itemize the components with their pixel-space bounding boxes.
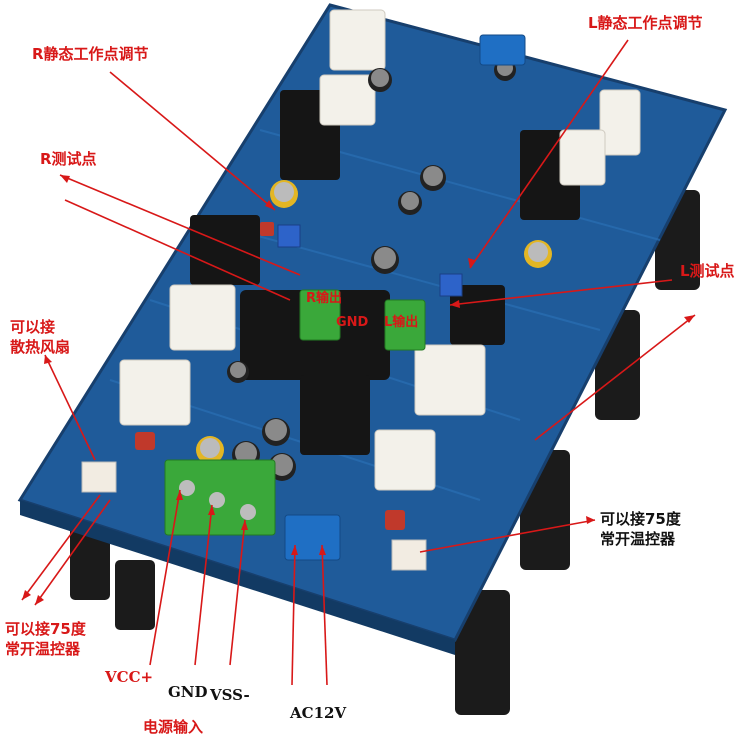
fan-label-line1: 可以接 bbox=[10, 318, 56, 336]
annotation-arrows bbox=[21, 39, 696, 686]
thermostat-left-line2: 常开温控器 bbox=[5, 640, 81, 658]
vss-label: VSS- bbox=[210, 686, 250, 704]
thermostat-right-line1: 可以接75度 bbox=[600, 510, 681, 528]
r-test-point-label: R测试点 bbox=[40, 150, 97, 168]
thermostat-right-line2: 常开温控器 bbox=[600, 530, 676, 548]
l-output-label: L输出 bbox=[384, 315, 419, 330]
r-quiescent-adjust-label: R静态工作点调节 bbox=[32, 45, 149, 63]
r-output-label: R输出 bbox=[306, 291, 343, 306]
l-test-point-label: L测试点 bbox=[680, 262, 735, 280]
thermostat-left-line1: 可以接75度 bbox=[5, 620, 86, 638]
vcc-label: VCC+ bbox=[105, 668, 154, 686]
gnd-label: GND bbox=[168, 683, 208, 701]
ac-terminal bbox=[284, 34, 526, 561]
l-quiescent-adjust-label: L静态工作点调节 bbox=[588, 14, 703, 32]
ac12v-label: AC12V bbox=[290, 704, 347, 722]
power-input-label: 电源输入 bbox=[143, 718, 204, 736]
fan-label-line2: 散热风扇 bbox=[10, 338, 71, 356]
capacitors bbox=[196, 59, 552, 481]
gnd-output-label: GND bbox=[336, 315, 369, 330]
arrow-heads bbox=[22, 175, 695, 605]
power-resistors bbox=[119, 9, 641, 491]
